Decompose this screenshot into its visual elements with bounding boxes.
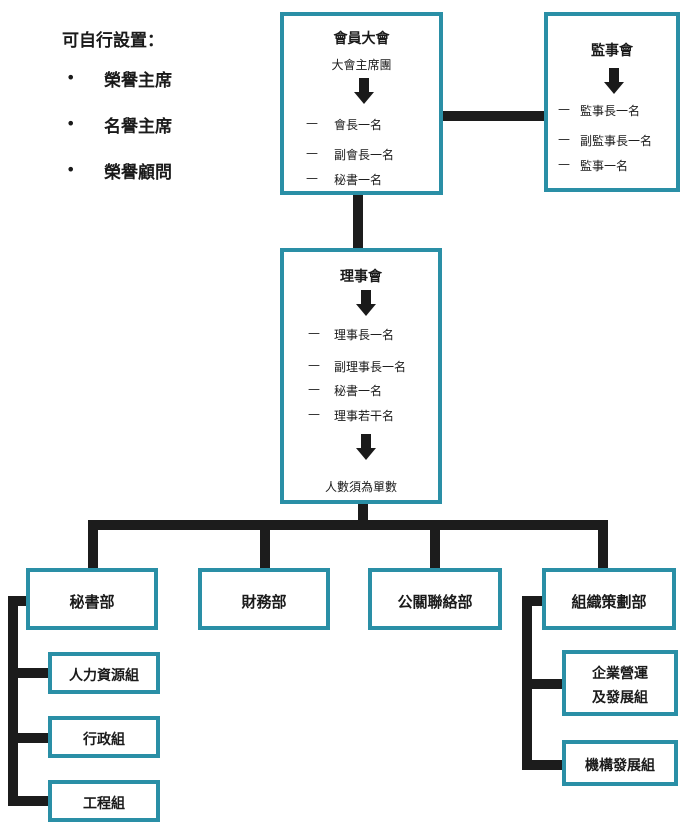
honorary-item-2: 名譽主席 xyxy=(104,117,172,137)
connector-group-institution xyxy=(522,760,566,770)
group-hr: 人力資源組 xyxy=(48,652,160,694)
group-admin: 行政組 xyxy=(48,716,160,758)
council-note: 人數須為單數 xyxy=(324,480,397,494)
dept-finance-label: 財務部 xyxy=(241,593,287,611)
honorary-heading: 可自行設置： xyxy=(62,31,164,51)
general-meeting-subtitle: 大會主席團 xyxy=(331,58,392,72)
connector-council-trunk xyxy=(358,503,368,525)
council-title: 理事會 xyxy=(340,269,382,285)
supervisory-title: 監事會 xyxy=(591,43,633,59)
group-institution-label: 機構發展組 xyxy=(585,758,655,774)
connector-secretariat-spine xyxy=(8,596,18,806)
group-engineering-label: 工程組 xyxy=(83,796,125,812)
connector-planning-top xyxy=(522,596,546,606)
dept-planning: 組織策劃部 xyxy=(542,568,676,630)
supervisory-member-2: 副監事長一名 xyxy=(580,134,653,148)
connector-meeting-council xyxy=(353,194,363,250)
connector-meeting-supervisory xyxy=(440,111,546,121)
dept-secretariat-label: 秘書部 xyxy=(69,593,115,611)
group-admin-label: 行政組 xyxy=(83,732,125,748)
council-member-4: 理事若干名 xyxy=(334,409,395,423)
honorary-bullet-1: • xyxy=(66,68,76,87)
honorary-bullet-2: • xyxy=(66,114,76,133)
connector-secretariat-top xyxy=(8,596,30,606)
supervisory-box: 監事會 — 監事長一名 — 副監事長一名 — 監事一名 xyxy=(544,12,680,192)
supervisory-member-1: 監事長一名 xyxy=(580,104,641,118)
dept-planning-label: 組織策劃部 xyxy=(571,593,647,611)
honorary-bullet-3: • xyxy=(66,160,76,179)
group-enterprise-line1: 企業營運 xyxy=(592,666,648,682)
group-engineering: 工程組 xyxy=(48,780,160,822)
group-enterprise-line2: 及發展組 xyxy=(592,690,648,706)
honorary-item-3: 榮譽顧問 xyxy=(104,163,172,183)
dept-public-relations-label: 公關聯絡部 xyxy=(397,593,473,611)
council-member-3: 秘書一名 xyxy=(334,384,383,398)
connector-drop-secretariat xyxy=(88,520,98,570)
general-meeting-member-3: 秘書一名 xyxy=(334,173,383,187)
group-hr-label: 人力資源組 xyxy=(69,668,139,684)
council-member-1: 理事長一名 xyxy=(334,328,395,342)
council-member-2: 副理事長一名 xyxy=(334,360,407,374)
general-meeting-member-2: 副會長一名 xyxy=(334,148,395,162)
connector-group-hr xyxy=(8,668,52,678)
general-meeting-member-1: 會長一名 xyxy=(334,118,383,132)
connector-dept-bus xyxy=(88,520,608,530)
connector-group-enterprise xyxy=(522,679,566,689)
general-meeting-title: 會員大會 xyxy=(333,31,390,47)
council-box: 理事會 — 理事長一名 — 副理事長一名 — 秘書一名 — 理事若干名 人數須為… xyxy=(280,248,442,504)
group-enterprise: 企業營運 及發展組 xyxy=(562,650,678,716)
connector-drop-planning xyxy=(598,520,608,570)
connector-group-engineering xyxy=(8,796,52,806)
dept-secretariat: 秘書部 xyxy=(26,568,158,630)
supervisory-member-3: 監事一名 xyxy=(580,159,629,173)
honorary-item-1: 榮譽主席 xyxy=(104,71,172,91)
connector-drop-finance xyxy=(260,520,270,570)
dept-finance: 財務部 xyxy=(198,568,330,630)
general-meeting-box: 會員大會 大會主席團 — 會長一名 — 副會長一名 — 秘書一名 xyxy=(280,12,443,195)
dept-public-relations: 公關聯絡部 xyxy=(368,568,502,630)
group-institution: 機構發展組 xyxy=(562,740,678,786)
connector-drop-pr xyxy=(430,520,440,570)
connector-group-admin xyxy=(8,733,52,743)
